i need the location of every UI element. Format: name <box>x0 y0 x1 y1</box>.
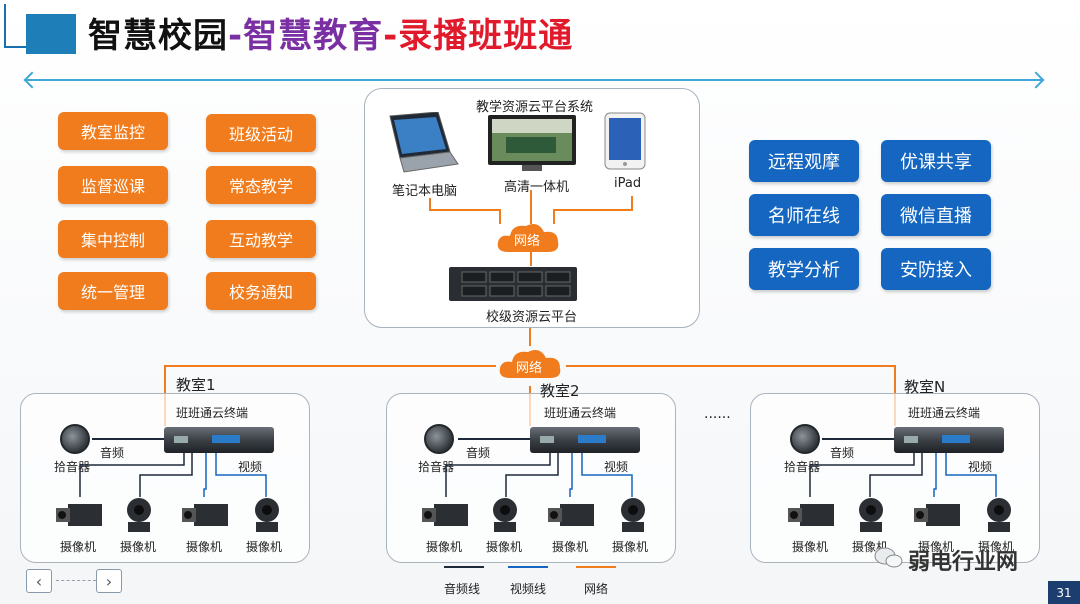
ptz-camera-icon <box>255 498 279 532</box>
video-label-n: 视频 <box>968 460 993 474</box>
camera-label: 摄像机 <box>426 540 463 554</box>
terminal-label-n: 班班通云终端 <box>908 406 981 420</box>
feature-button-security-access[interactable]: 安防接入 <box>881 248 991 290</box>
feature-button-central-control[interactable]: 集中控制 <box>58 220 168 258</box>
legend-audio-label: 音频线 <box>444 582 481 596</box>
classroom-box-1 <box>20 393 310 563</box>
box-camera-icon <box>422 504 468 526</box>
feature-button-classroom-monitor[interactable]: 教室监控 <box>58 112 168 150</box>
feature-button-wechat-live[interactable]: 微信直播 <box>881 194 991 236</box>
page-number: 31 <box>1048 581 1080 604</box>
header-square-decoration <box>26 14 76 54</box>
audio-label-1: 音频 <box>100 446 125 460</box>
terminal-label-1: 班班通云终端 <box>176 406 249 420</box>
ipad-icon <box>604 112 646 170</box>
prev-slide-button[interactable]: ‹ <box>26 569 52 593</box>
box-camera-icon <box>914 504 960 526</box>
room-wiring-n <box>809 438 997 497</box>
box-camera-icon <box>56 504 102 526</box>
microphone-icon <box>424 424 454 454</box>
title-part2: 智慧教育 <box>243 16 384 56</box>
next-slide-button[interactable]: › <box>96 569 122 593</box>
classroom-box-n <box>750 393 1040 563</box>
video-label-2: 视频 <box>604 460 629 474</box>
legend-audio-line <box>444 566 484 568</box>
ptz-camera-icon <box>987 498 1011 532</box>
ptz-camera-icon <box>127 498 151 532</box>
main-network-cloud-icon <box>499 350 561 378</box>
feature-button-teaching-analysis[interactable]: 教学分析 <box>749 248 859 290</box>
ellipsis-more-rooms: ...... <box>704 406 731 422</box>
cloud-terminal-icon <box>164 427 274 453</box>
platform-network-lines <box>429 190 633 266</box>
legend-network-label: 网络 <box>584 582 609 596</box>
camera-label: 摄像机 <box>486 540 523 554</box>
cloud-terminal-icon <box>530 427 640 453</box>
title-sep1: - <box>228 16 244 56</box>
ptz-camera-icon <box>621 498 645 532</box>
laptop-icon <box>389 112 459 173</box>
nav-divider <box>56 580 96 581</box>
legend-network-line <box>576 566 616 568</box>
page-title: 智慧校园-智慧教育-录播班班通 <box>88 8 573 58</box>
legend-video-line <box>508 566 548 568</box>
header-divider-arrow <box>26 79 1042 81</box>
ptz-camera-icon <box>859 498 883 532</box>
main-network-label: 网络 <box>516 361 543 376</box>
feature-button-remote-observe[interactable]: 远程观摩 <box>749 140 859 182</box>
camera-label: 摄像机 <box>120 540 157 554</box>
camera-label: 摄像机 <box>978 540 1015 554</box>
audio-label-n: 音频 <box>830 446 855 460</box>
camera-label: 摄像机 <box>60 540 97 554</box>
mic-label-2: 拾音器 <box>418 460 455 474</box>
title-sep2: - <box>383 16 399 56</box>
room-wiring-2 <box>445 438 633 497</box>
display-label: 高清一体机 <box>504 180 570 195</box>
feature-button-class-activity[interactable]: 班级活动 <box>206 114 316 152</box>
ipad-label: iPad <box>614 176 642 191</box>
camera-label: 摄像机 <box>612 540 649 554</box>
camera-label: 摄像机 <box>552 540 589 554</box>
camera-label: 摄像机 <box>246 540 283 554</box>
platform-system-title: 教学资源云平台系统 <box>476 100 594 115</box>
video-label-1: 视频 <box>238 460 263 474</box>
title-part3: 录播班班通 <box>398 16 574 56</box>
box-camera-icon <box>548 504 594 526</box>
terminal-label-2: 班班通云终端 <box>544 406 617 420</box>
feature-button-course-share[interactable]: 优课共享 <box>881 140 991 182</box>
network-cloud-icon <box>497 224 559 252</box>
camera-label: 摄像机 <box>186 540 223 554</box>
legend-video-label: 视频线 <box>510 582 547 596</box>
classroom-box-2 <box>386 393 676 563</box>
network-cloud-label: 网络 <box>514 234 541 249</box>
server-icon <box>449 267 577 301</box>
classroom-title-n: 教室N <box>904 378 946 396</box>
classroom-title-1: 教室1 <box>176 376 216 394</box>
cloud-terminal-icon <box>894 427 1004 453</box>
feature-button-regular-teaching[interactable]: 常态教学 <box>206 166 316 204</box>
title-part1: 智慧校园 <box>88 16 228 56</box>
wechat-icon <box>874 547 903 568</box>
watermark-text: 弱电行业网 <box>908 550 1019 575</box>
server-label: 校级资源云平台 <box>486 310 578 325</box>
ptz-camera-icon <box>493 498 517 532</box>
feature-button-patrol[interactable]: 监督巡课 <box>58 166 168 204</box>
laptop-label: 笔记本电脑 <box>392 184 458 199</box>
box-camera-icon <box>788 504 834 526</box>
audio-label-2: 音频 <box>466 446 491 460</box>
box-camera-icon <box>182 504 228 526</box>
feature-button-unified-management[interactable]: 统一管理 <box>58 272 168 310</box>
mic-label-1: 拾音器 <box>54 460 91 474</box>
microphone-icon <box>790 424 820 454</box>
mic-label-n: 拾音器 <box>784 460 821 474</box>
camera-label: 摄像机 <box>918 540 955 554</box>
smart-display-icon <box>488 115 576 171</box>
room-wiring-1 <box>79 438 267 497</box>
feature-button-famous-teacher[interactable]: 名师在线 <box>749 194 859 236</box>
camera-label: 摄像机 <box>792 540 829 554</box>
feature-button-school-notice[interactable]: 校务通知 <box>206 272 316 310</box>
feature-button-interactive-teaching[interactable]: 互动教学 <box>206 220 316 258</box>
microphone-icon <box>60 424 90 454</box>
classroom-title-2: 教室2 <box>540 382 580 400</box>
